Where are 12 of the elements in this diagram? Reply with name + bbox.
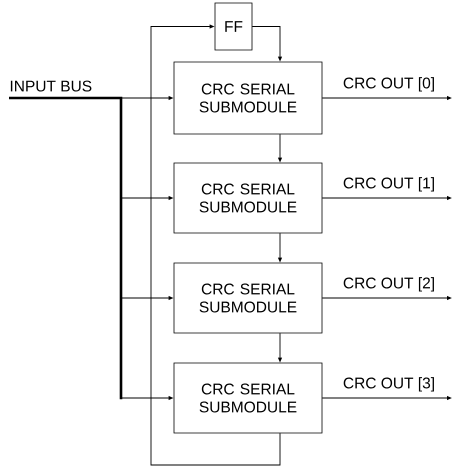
flip-flop-box: FF [214,2,252,50]
output-label: CRC OUT [1] [344,177,434,192]
output-label: CRC OUT [3] [344,377,434,392]
bus-line [9,96,122,400]
submodule-box: CRC SERIAL SUBMODULE [174,262,322,334]
feedback-arrow [150,24,280,466]
bus-label: INPUT BUS [10,80,92,92]
output-label: CRC OUT [2] [344,277,434,292]
output-label: CRC OUT [0] [344,77,434,92]
submodule-box: CRC SERIAL SUBMODULE [174,362,322,434]
submodule-box: CRC SERIAL SUBMODULE [174,162,322,234]
submodule-box: CRC SERIAL SUBMODULE [174,62,322,134]
